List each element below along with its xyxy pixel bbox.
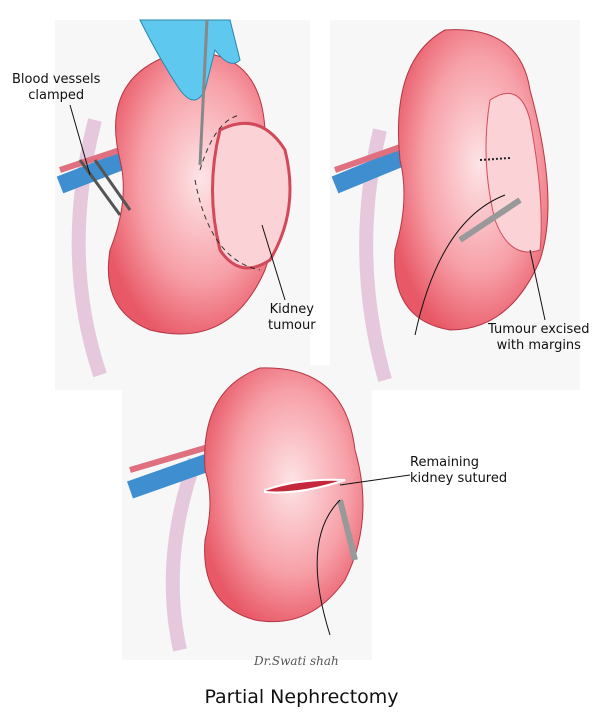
label-line: tumour — [268, 318, 316, 333]
label-line: Blood vessels — [12, 72, 101, 87]
kidney — [204, 367, 364, 623]
glove — [139, 19, 241, 101]
panel-tumour-clamped — [55, 19, 310, 390]
tumour — [211, 121, 292, 270]
label-line: clamped — [28, 88, 85, 103]
label-kidney-sutured: Remaining kidney sutured — [410, 455, 507, 487]
signature: Dr.Swati shah — [254, 654, 339, 668]
label-line: Remaining — [410, 455, 480, 470]
clamp — [78, 159, 132, 216]
diagram-title: Partial Nephrectomy — [204, 686, 399, 708]
forceps — [458, 197, 522, 243]
label-tumour-excised: Tumour excised with margins — [488, 322, 590, 354]
panel-tumour-excised — [330, 20, 580, 390]
label-kidney-tumour: Kidney tumour — [268, 302, 316, 334]
label-blood-vessels-clamped: Blood vessels clamped — [12, 72, 100, 104]
suture-line — [264, 478, 346, 494]
label-line: Tumour excised — [488, 322, 590, 337]
label-line: with margins — [496, 338, 581, 353]
scalpel — [198, 19, 209, 166]
label-line: kidney sutured — [410, 471, 508, 486]
label-line: Kidney — [269, 302, 314, 317]
panel-kidney-sutured — [122, 365, 411, 660]
ureter — [71, 118, 107, 378]
